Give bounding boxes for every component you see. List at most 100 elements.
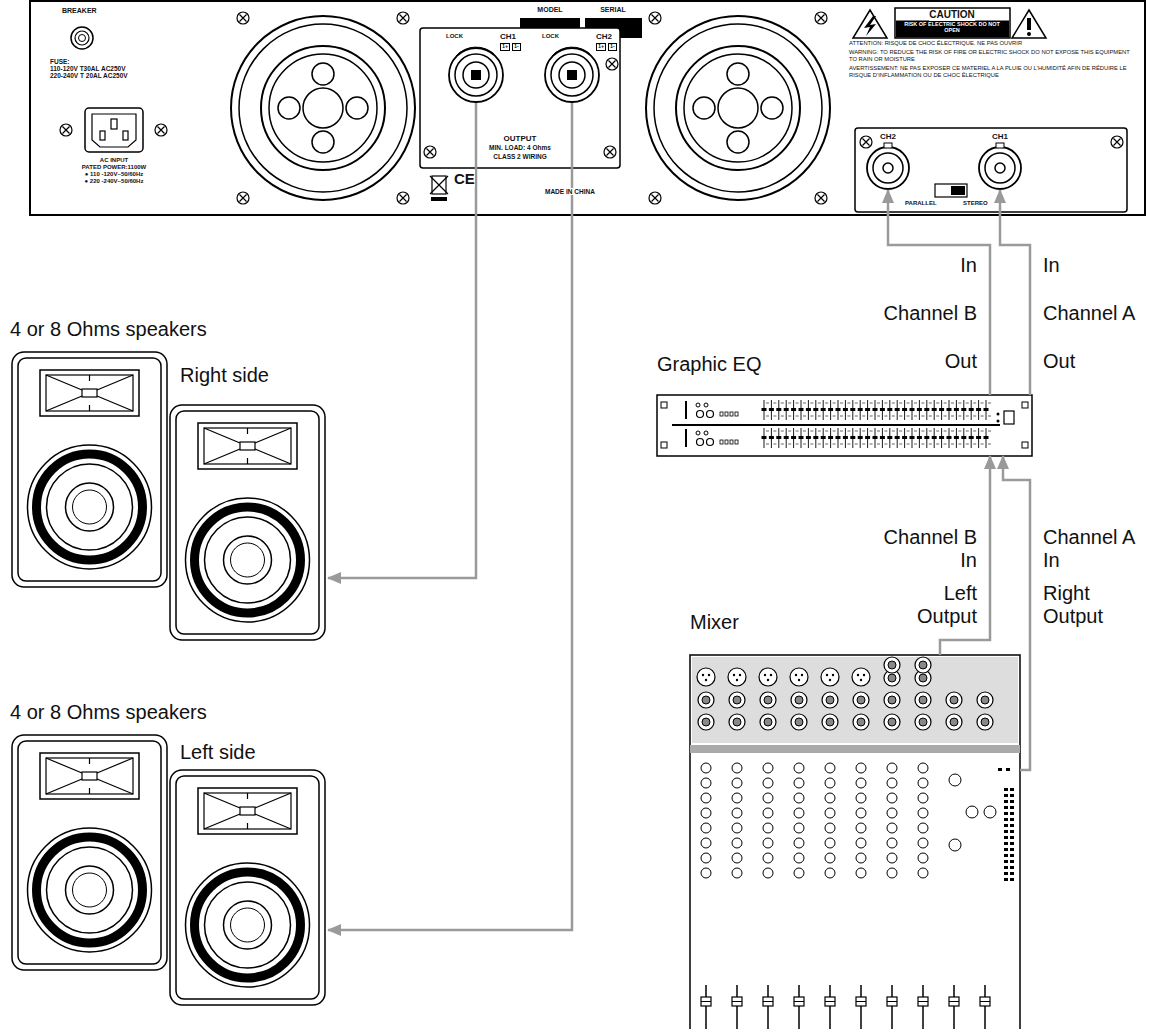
mixer-console — [698, 714, 714, 730]
graphic-eq-unit — [981, 416, 984, 417]
graphic-eq-unit — [877, 403, 880, 404]
speakon-connector-text: 1+ — [596, 43, 606, 51]
amplifier-rear — [231, 16, 415, 200]
amplifier-rear — [100, 131, 105, 140]
graphic-eq-unit — [810, 431, 813, 432]
mixer-console — [729, 714, 745, 730]
signal-label: In — [1043, 254, 1060, 277]
mixer-console — [853, 714, 869, 730]
graphic-eq-unit — [773, 444, 776, 445]
graphic-eq-unit — [884, 431, 887, 432]
speakon-connector-text: LOCK — [542, 33, 559, 40]
mixer-console — [977, 714, 993, 730]
mixer-console — [857, 718, 865, 726]
mixer-console — [1004, 830, 1008, 833]
graphic-eq-unit — [988, 416, 991, 417]
graphic-eq-unit — [784, 408, 789, 411]
graphic-eq-unit — [858, 436, 863, 439]
signal-cable — [328, 103, 476, 578]
graphic-eq-unit — [788, 416, 791, 417]
mixer-console — [984, 985, 986, 1029]
mixer-console — [857, 696, 865, 704]
graphic-eq-unit — [735, 412, 738, 416]
graphic-eq-unit — [762, 408, 767, 411]
graphic-eq-unit — [818, 403, 821, 404]
output-panel-text: MIN. LOAD: 4 Ohms — [489, 144, 551, 151]
input-connectors — [884, 143, 892, 148]
mixer-console — [857, 674, 859, 676]
graphic-eq-unit — [877, 416, 880, 417]
mixer-console — [702, 718, 710, 726]
signal-label: Out — [877, 350, 977, 373]
graphic-eq-unit — [657, 395, 1032, 456]
graphic-eq-unit — [944, 431, 947, 432]
mixer-console — [705, 985, 707, 1029]
mixer-console — [794, 823, 804, 833]
mixer-console — [888, 696, 896, 704]
mixer-console — [702, 674, 704, 676]
speakers — [170, 405, 325, 640]
mixer-console — [980, 1001, 990, 1002]
graphic-eq-unit — [929, 431, 932, 432]
graphic-eq-unit — [769, 436, 774, 439]
amplifier-rear — [75, 31, 89, 45]
graphic-eq-unit — [855, 444, 858, 445]
graphic-eq-unit — [818, 416, 821, 417]
output-connectors — [471, 70, 481, 80]
graphic-eq-unit — [720, 440, 723, 444]
mixer-console — [770, 674, 772, 676]
output-connectors — [420, 28, 620, 168]
mixer-console — [888, 661, 896, 669]
mixer-console — [690, 655, 1020, 1029]
mixer-console — [764, 696, 772, 704]
mixer-console — [794, 793, 804, 803]
input-connectors — [1111, 136, 1123, 148]
graphic-eq-unit — [661, 442, 667, 448]
graphic-eq-unit — [685, 429, 687, 447]
graphic-eq-unit — [939, 436, 944, 439]
amplifier-rear — [815, 12, 827, 24]
mixer-console — [1004, 788, 1008, 791]
mixer-console — [1004, 800, 1008, 803]
mixer-console — [1004, 842, 1008, 845]
graphic-eq-unit — [840, 403, 843, 404]
mixer-console — [1010, 830, 1014, 833]
graphic-eq-unit — [895, 436, 900, 439]
graphic-eq-unit — [661, 402, 667, 408]
mixer-console — [1004, 878, 1008, 881]
mixer-console — [853, 692, 869, 708]
mixer-console — [795, 718, 803, 726]
mixer-console — [1010, 866, 1014, 869]
mixer-console — [763, 793, 773, 803]
graphic-eq-unit — [825, 431, 828, 432]
graphic-eq-unit — [892, 431, 895, 432]
mixer-console — [887, 1001, 897, 1002]
graphic-eq-unit — [877, 431, 880, 432]
mixer-console — [981, 718, 989, 726]
mixer-console — [767, 679, 769, 681]
amplifier-rear — [430, 176, 448, 194]
graphic-eq-unit — [910, 408, 915, 411]
graphic-eq-unit — [873, 436, 878, 439]
speakon-connector-text: LOCK — [446, 33, 463, 40]
mixer-console — [1004, 866, 1008, 869]
mixer-console — [794, 838, 804, 848]
speakon-connector-text: CH1 — [500, 32, 516, 41]
graphic-eq-unit — [672, 424, 1000, 426]
speaker-pair-text: 4 or 8 Ohms speakers — [10, 318, 207, 341]
output-connectors — [552, 47, 590, 56]
signal-label: In — [877, 254, 977, 277]
graphic-eq-unit — [781, 431, 784, 432]
mixer-console — [888, 674, 896, 682]
graphic-eq-unit — [810, 444, 813, 445]
graphic-eq-unit — [855, 416, 858, 417]
mixer-console — [732, 868, 742, 878]
output-connectors — [455, 54, 497, 96]
graphic-eq-unit — [776, 436, 781, 439]
mixer-console — [1010, 836, 1014, 839]
mixer-console — [1004, 818, 1008, 821]
graphic-eq-unit — [1022, 402, 1028, 408]
input-connectors — [867, 147, 909, 189]
caution-label: CAUTIONRISK OF ELECTRIC SHOCK DO NOT OPE… — [845, 4, 1141, 128]
